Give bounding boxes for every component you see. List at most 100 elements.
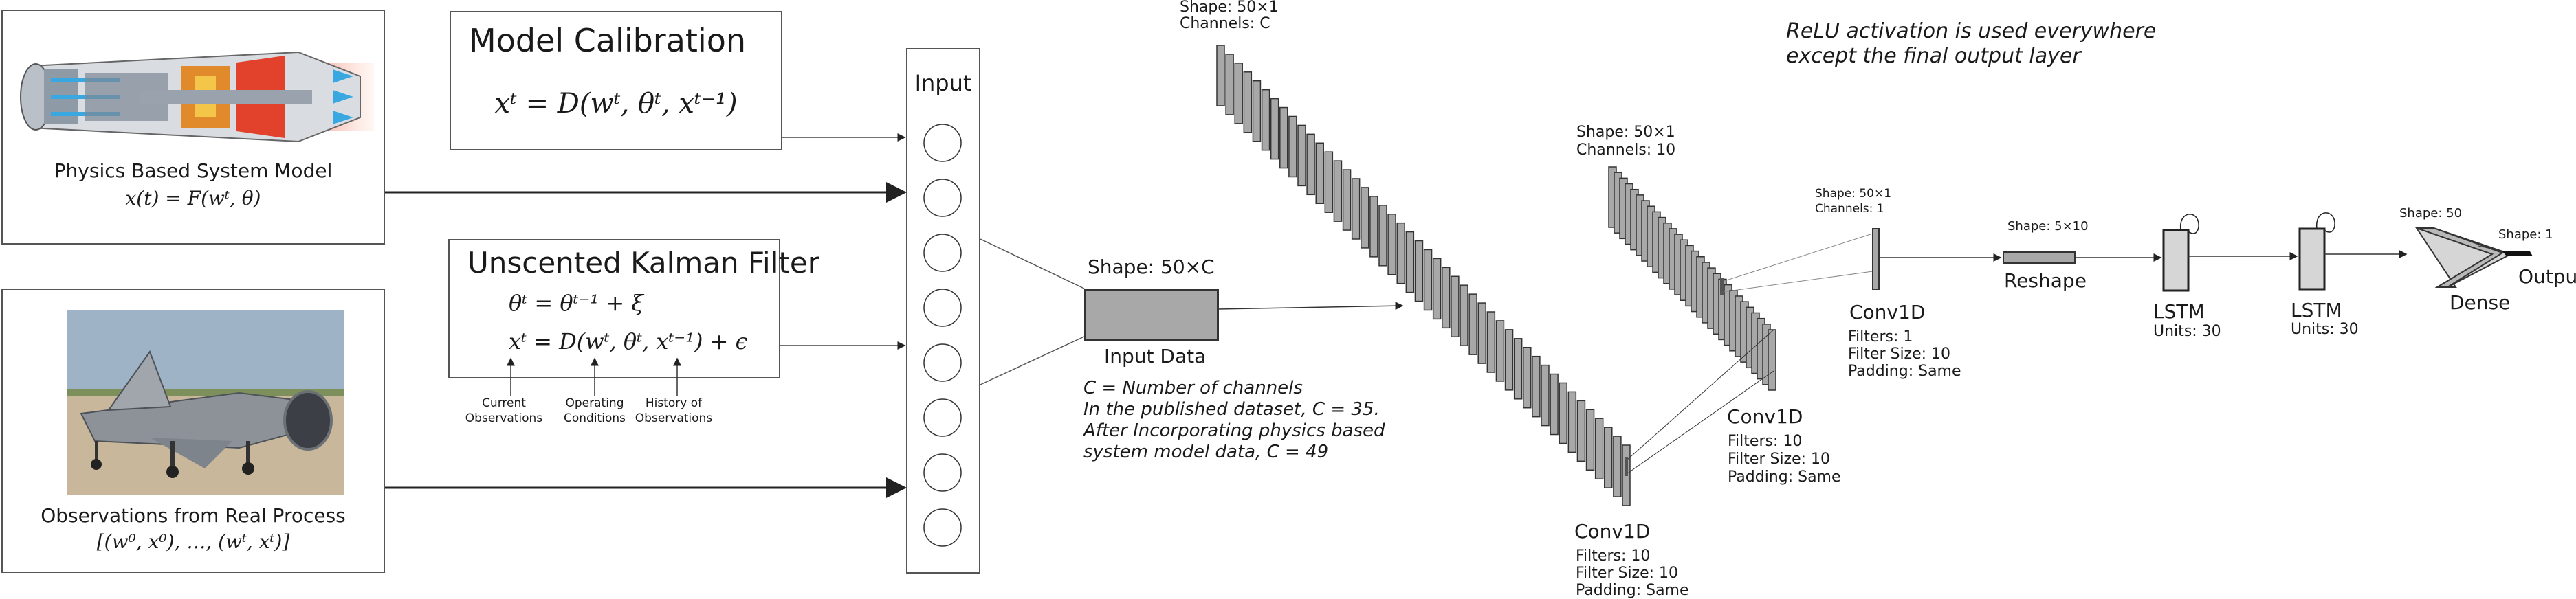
input-channel-slice (1252, 80, 1262, 142)
conv3-padding: Padding: Same (1848, 363, 1961, 380)
lstm1-name: LSTM (2153, 300, 2205, 323)
input-channel-slice (1504, 329, 1514, 391)
ukf-box: Unscented Kalman Filter θᵗ = θᵗ⁻¹ + ξ xᵗ… (448, 239, 819, 378)
input-channel-slice (1396, 222, 1405, 284)
conv1-filter-size: Filter Size: 10 (1576, 565, 1679, 582)
observations-equation: [(w⁰, x⁰), …, (wᵗ, xᵗ)] (96, 530, 290, 553)
input-channel-slice (1486, 311, 1496, 373)
link-conv2-to-conv3-a (1721, 233, 1873, 282)
input-channel-slice (1288, 115, 1297, 178)
input-node (923, 179, 962, 217)
conv1-shape: Shape: 50×1 (1576, 124, 1675, 141)
output-node (2502, 251, 2533, 256)
reshape-name: Reshape (2004, 269, 2087, 292)
input-channel-slice (1432, 258, 1442, 320)
input-channel-slice (1225, 54, 1234, 115)
input-node (923, 453, 962, 492)
conv1-name: Conv1D (1574, 520, 1651, 543)
model-calibration-box: Model Calibration xᵗ = D(wᵗ, θᵗ, xᵗ⁻¹) (450, 11, 782, 150)
input-node (923, 508, 962, 547)
conv2-name: Conv1D (1727, 405, 1803, 428)
input-channel-slice (1297, 124, 1306, 187)
input-channel-slice (1567, 391, 1577, 453)
link-conv2-to-conv3-b (1721, 271, 1873, 293)
model-calibration-title: Model Calibration (469, 22, 747, 59)
conv3-filter-size: Filter Size: 10 (1848, 346, 1951, 363)
conv3-channels: Channels: 1 (1815, 202, 1884, 216)
conv3-name: Conv1D (1849, 301, 1926, 324)
input-channel-slice (1541, 364, 1550, 427)
input-node (923, 124, 962, 162)
conv1-channels: Channels: 10 (1576, 142, 1676, 159)
input-node (923, 234, 962, 272)
input-channel-slice (1559, 382, 1567, 444)
input-channel-slice (1333, 160, 1343, 222)
input-channel-slice (1442, 267, 1451, 329)
input-channel-slice (1243, 71, 1253, 133)
input-channel-slice (1342, 169, 1352, 231)
conv3-filters: Filters: 1 (1848, 328, 1913, 346)
input-channel-slice (1594, 418, 1604, 479)
lstm2-layer (2298, 227, 2326, 291)
input-channel-slice (1351, 178, 1361, 240)
conv3-layer (1872, 228, 1880, 290)
arrow-input-data-to-stack (1216, 302, 1404, 310)
jet-engine-illustration (20, 51, 374, 143)
input-node (923, 343, 962, 382)
link-conv1-to-conv2-b (1626, 370, 1774, 475)
input-data-block (1084, 289, 1219, 341)
input-channel-slice (1234, 63, 1243, 124)
link-conv1-to-conv2-a (1626, 329, 1774, 461)
input-channel-slice (1495, 320, 1505, 382)
input-channel-slice (1451, 275, 1460, 338)
ukf-title: Unscented Kalman Filter (467, 246, 819, 280)
reshape-shape: Shape: 5×10 (2007, 219, 2089, 234)
stack1-shape: Shape: 50×1 (1180, 0, 1279, 16)
conv1-padding: Padding: Same (1576, 582, 1689, 599)
input-data-label: Input Data (1104, 345, 1207, 368)
dense-layer (2415, 227, 2513, 288)
output-name: Output (2518, 265, 2576, 288)
input-channel-slice (1550, 373, 1559, 436)
lstm2-recurrent-loop (2316, 212, 2335, 233)
physics-model-equation: x(t) = F(wᵗ, θ) (125, 187, 261, 210)
aircraft-photo (67, 310, 344, 495)
input-channel-slice (1414, 240, 1424, 302)
input-channel-slice (1468, 293, 1477, 355)
input-channel-slice (1513, 338, 1523, 400)
conv3-shape: Shape: 50×1 (1815, 187, 1892, 201)
ukf-equation-1: θᵗ = θᵗ⁻¹ + ξ (509, 290, 643, 316)
observations-box: Observations from Real Process [(w⁰, x⁰)… (1, 289, 385, 573)
input-channel-slice (1460, 284, 1468, 346)
input-channel-slice (1613, 436, 1622, 497)
input-channel-slice (1423, 249, 1433, 311)
input-channel-slice (1523, 346, 1532, 409)
link-input-bottom (980, 336, 1085, 385)
input-channel-slice (1477, 302, 1486, 364)
conv2-filter-size: Filter Size: 10 (1728, 451, 1831, 468)
input-node (923, 289, 962, 327)
physics-model-box: Physics Based System Model x(t) = F(wᵗ, … (1, 10, 385, 245)
input-channel-slice (1270, 98, 1279, 160)
input-node (923, 398, 962, 437)
conv2-filters: Filters: 10 (1728, 433, 1803, 450)
input-layer-title: Input (914, 70, 972, 96)
link-input-top (980, 238, 1085, 289)
output-shape: Shape: 1 (2498, 227, 2553, 242)
input-channel-slice (1532, 355, 1541, 418)
input-channel-slice (1378, 205, 1387, 267)
input-channel-slice (1306, 133, 1315, 196)
conv1-kernel-marker (1625, 457, 1628, 476)
conv1-filters: Filters: 10 (1576, 547, 1651, 565)
relu-note: ReLU activation is used everywhere excep… (1786, 19, 2157, 68)
dense-shape: Shape: 50 (2399, 206, 2463, 221)
stack1-channels: Channels: C (1180, 15, 1270, 32)
model-calibration-equation: xᵗ = D(wᵗ, θᵗ, xᵗ⁻¹) (494, 88, 738, 120)
lstm2-name: LSTM (2291, 299, 2342, 321)
lstm1-layer (2162, 229, 2190, 292)
input-channel-slice (1315, 142, 1324, 205)
physics-model-title: Physics Based System Model (54, 159, 333, 182)
